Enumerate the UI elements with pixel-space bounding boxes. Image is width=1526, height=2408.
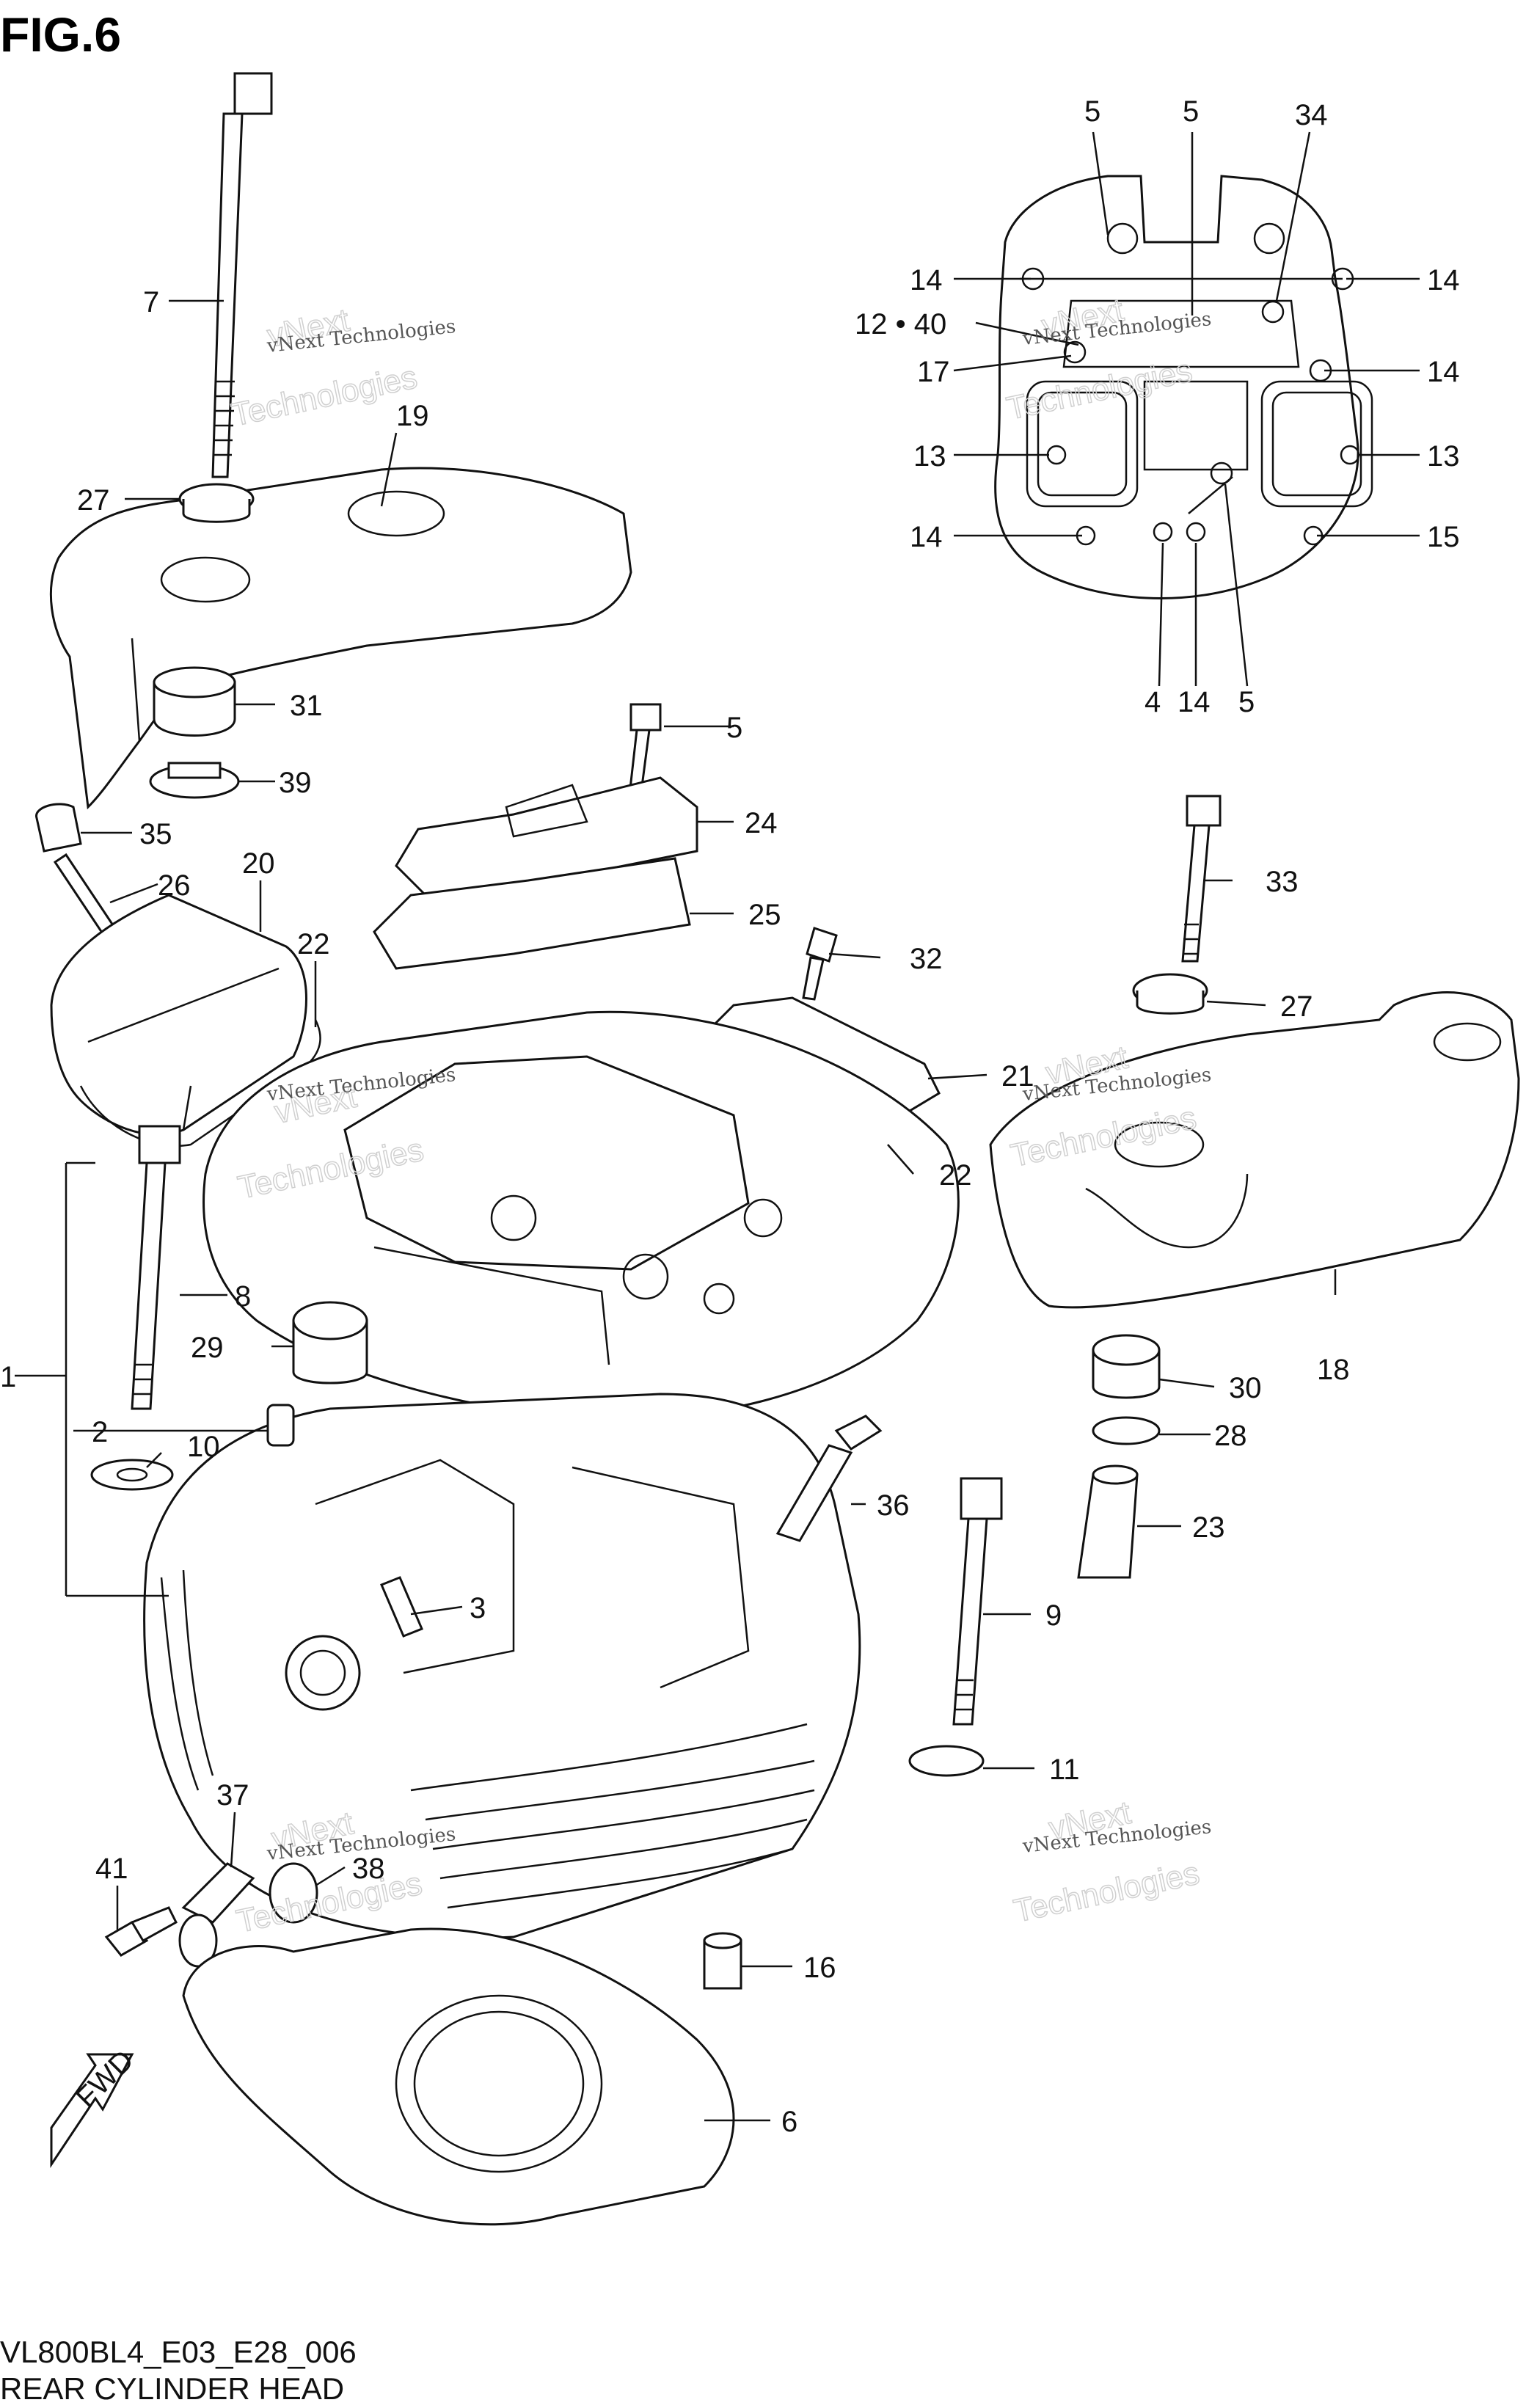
head-top-view-inset	[994, 175, 1373, 599]
callout-29: 29	[191, 1332, 224, 1364]
grommet-27-right	[1132, 973, 1208, 1015]
callout-5d: 5	[726, 712, 742, 744]
leader-lines	[15, 131, 1420, 2122]
callout-5a: 5	[1084, 95, 1100, 128]
callout-35: 35	[139, 818, 172, 850]
callout-31: 31	[290, 690, 323, 722]
callout-20: 20	[242, 847, 275, 880]
footer-name: REAR CYLINDER HEAD	[0, 2371, 344, 2406]
plug-29	[292, 1301, 368, 1384]
grommet-31	[153, 666, 236, 737]
callout-19: 19	[396, 400, 429, 432]
callout-32: 32	[910, 943, 943, 975]
callout-21: 21	[1001, 1060, 1034, 1092]
callout-labels: 5 5 34 14 14 12 • 40 17 14 13 13 14 15 4…	[0, 95, 1460, 2138]
callout-14c: 14	[1427, 356, 1460, 388]
callout-5b: 5	[1183, 95, 1199, 128]
washer-10	[90, 1459, 174, 1491]
callout-9: 9	[1045, 1599, 1062, 1632]
callout-8: 8	[235, 1280, 251, 1313]
washer-28	[1092, 1416, 1161, 1445]
grommet-27-left	[178, 483, 255, 523]
cylinder-head-cover-left	[49, 467, 632, 810]
callout-17: 17	[917, 356, 950, 388]
callout-13b: 13	[1427, 440, 1460, 473]
bolt-32	[802, 927, 838, 1001]
callout-7: 7	[143, 286, 159, 318]
union-37	[178, 1862, 255, 1968]
gasket-25	[373, 857, 691, 970]
callout-3: 3	[470, 1592, 486, 1624]
callout-10: 10	[187, 1431, 220, 1463]
bolt-33	[1181, 795, 1222, 963]
callout-28: 28	[1214, 1420, 1247, 1452]
bolt-9	[952, 1477, 1003, 1726]
spacer-23	[1077, 1464, 1139, 1579]
callout-33: 33	[1266, 866, 1299, 898]
stud-2	[266, 1404, 295, 1447]
callout-11: 11	[1049, 1754, 1080, 1786]
grommet-30	[1092, 1334, 1161, 1399]
gasket-22-left	[79, 1019, 321, 1148]
callout-22a: 22	[297, 928, 330, 960]
callout-39: 39	[279, 767, 312, 799]
fwd-arrow-icon: FWD	[50, 2044, 140, 2168]
callout-36: 36	[877, 1489, 910, 1522]
callout-5c: 5	[1238, 686, 1255, 718]
callout-4: 4	[1144, 686, 1161, 718]
watermark-outline: Technologies	[1011, 1855, 1202, 1929]
dowel-3	[380, 1576, 423, 1638]
callout-18: 18	[1317, 1354, 1350, 1386]
callout-38: 38	[352, 1853, 385, 1885]
callout-16: 16	[803, 1952, 836, 1984]
callout-2: 2	[92, 1416, 108, 1448]
callout-26: 26	[158, 869, 191, 902]
callout-12-40: 12 • 40	[855, 308, 946, 340]
callout-15: 15	[1427, 521, 1460, 553]
dowel-16	[703, 1932, 742, 1990]
cylinder-head-cover-right	[989, 991, 1520, 1309]
head-gasket-6	[182, 1927, 735, 2226]
callout-6: 6	[781, 2106, 797, 2138]
callout-22b: 22	[939, 1159, 972, 1192]
callout-13a: 13	[913, 440, 946, 473]
callout-14b: 14	[1427, 264, 1460, 296]
callout-23: 23	[1192, 1511, 1225, 1544]
callout-24: 24	[745, 807, 778, 839]
callout-27a: 27	[77, 484, 110, 517]
spark-plug-36	[775, 1415, 883, 1542]
bolt-41	[104, 1906, 178, 1957]
footer-code: VL800BL4_E03_E28_006	[0, 2335, 357, 2369]
cylinder-head-1	[143, 1010, 960, 1939]
callout-14d: 14	[910, 521, 943, 553]
washer-11	[908, 1745, 985, 1777]
callout-25: 25	[748, 899, 781, 931]
tappet-cover-20	[50, 894, 307, 1136]
callout-34: 34	[1295, 99, 1328, 131]
bolt-8	[131, 1125, 181, 1410]
callout-27b: 27	[1280, 990, 1313, 1023]
washer-39	[149, 762, 240, 799]
figure-title: FIG.6	[0, 7, 121, 62]
o-ring-38	[269, 1862, 318, 1924]
cap-35	[35, 803, 82, 853]
watermark-outline: Technologies	[228, 359, 420, 433]
callout-41: 41	[95, 1853, 128, 1885]
callout-37: 37	[216, 1779, 249, 1812]
callout-14e: 14	[1178, 686, 1211, 718]
cover-bolt-7	[211, 72, 273, 478]
callout-14a: 14	[910, 264, 943, 296]
callout-1: 1	[0, 1361, 16, 1393]
callout-30: 30	[1229, 1372, 1262, 1404]
